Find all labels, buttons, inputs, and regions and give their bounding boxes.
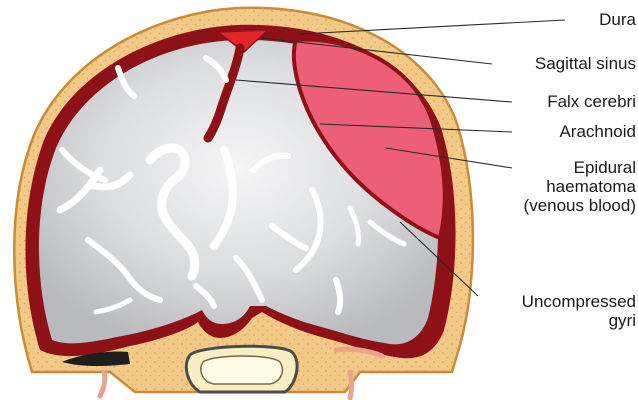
vertebral-canal xyxy=(201,356,282,384)
label-uncompressed-gyri: Uncompressed gyri xyxy=(522,292,636,330)
label-arachnoid-text: Arachnoid xyxy=(559,122,636,141)
label-arachnoid: Arachnoid xyxy=(559,122,636,141)
label-sagittal-sinus: Sagittal sinus xyxy=(535,54,636,73)
label-uncompressed-gyri-line1: Uncompressed xyxy=(522,292,636,311)
left-vessel xyxy=(100,372,105,396)
label-dura-text: Dura xyxy=(599,10,636,29)
label-epidural-haematoma-line2: haematoma xyxy=(546,177,636,196)
label-dura: Dura xyxy=(599,10,636,29)
label-falx-cerebri: Falx cerebri xyxy=(547,92,636,111)
label-epidural-haematoma: Epidural haematoma (venous blood) xyxy=(524,158,636,215)
label-epidural-haematoma-line1: Epidural xyxy=(574,158,636,177)
label-uncompressed-gyri-line2: gyri xyxy=(609,311,636,330)
label-falx-cerebri-text: Falx cerebri xyxy=(547,92,636,111)
vertebra xyxy=(186,346,297,392)
label-epidural-haematoma-line3: (venous blood) xyxy=(524,196,636,215)
label-sagittal-sinus-text: Sagittal sinus xyxy=(535,54,636,73)
